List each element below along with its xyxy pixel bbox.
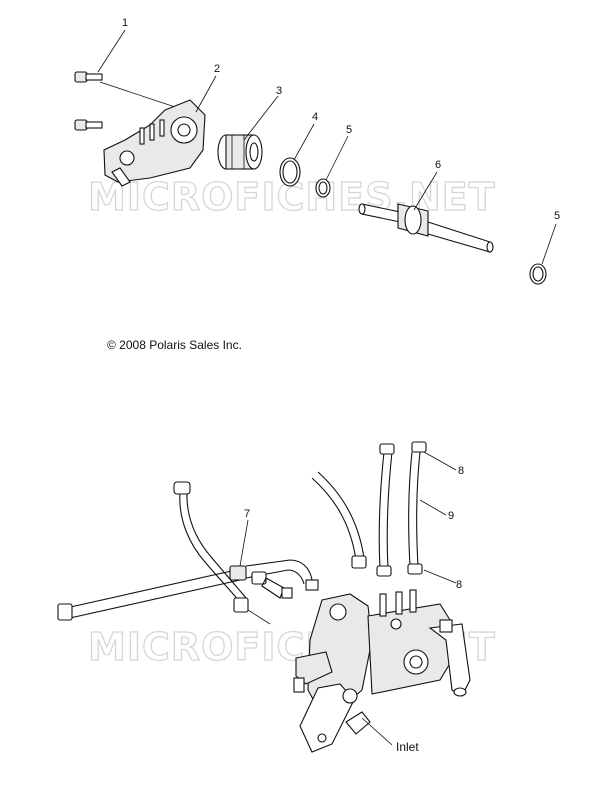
washer-upper	[315, 178, 331, 198]
callout-9: 9	[448, 510, 454, 522]
callout-6: 6	[435, 159, 441, 171]
oil-line-assembly	[57, 481, 319, 625]
drive-shaft	[358, 203, 494, 253]
callout-4: 4	[312, 111, 318, 123]
callout-5-lower: 5	[554, 210, 560, 222]
vertical-hose-left	[376, 443, 395, 577]
bushing	[217, 134, 263, 170]
callout-1: 1	[122, 17, 128, 29]
oil-pump-body	[103, 99, 206, 187]
callout-7: 7	[244, 508, 250, 520]
copyright-notice: © 2008 Polaris Sales Inc.	[107, 338, 242, 352]
callout-8-lower: 8	[456, 579, 462, 591]
vertical-hose-right	[407, 441, 427, 575]
inlet-label: Inlet	[396, 740, 419, 754]
washer-lower	[529, 263, 547, 285]
callout-2: 2	[214, 63, 220, 75]
callout-5: 5	[346, 124, 352, 136]
bolt-lower	[74, 119, 103, 131]
callout-8: 8	[458, 465, 464, 477]
o-ring	[279, 157, 301, 187]
oil-pump-assembly	[293, 589, 471, 753]
bolt-upper	[74, 71, 179, 109]
callout-3: 3	[276, 85, 282, 97]
short-hose	[311, 471, 367, 569]
